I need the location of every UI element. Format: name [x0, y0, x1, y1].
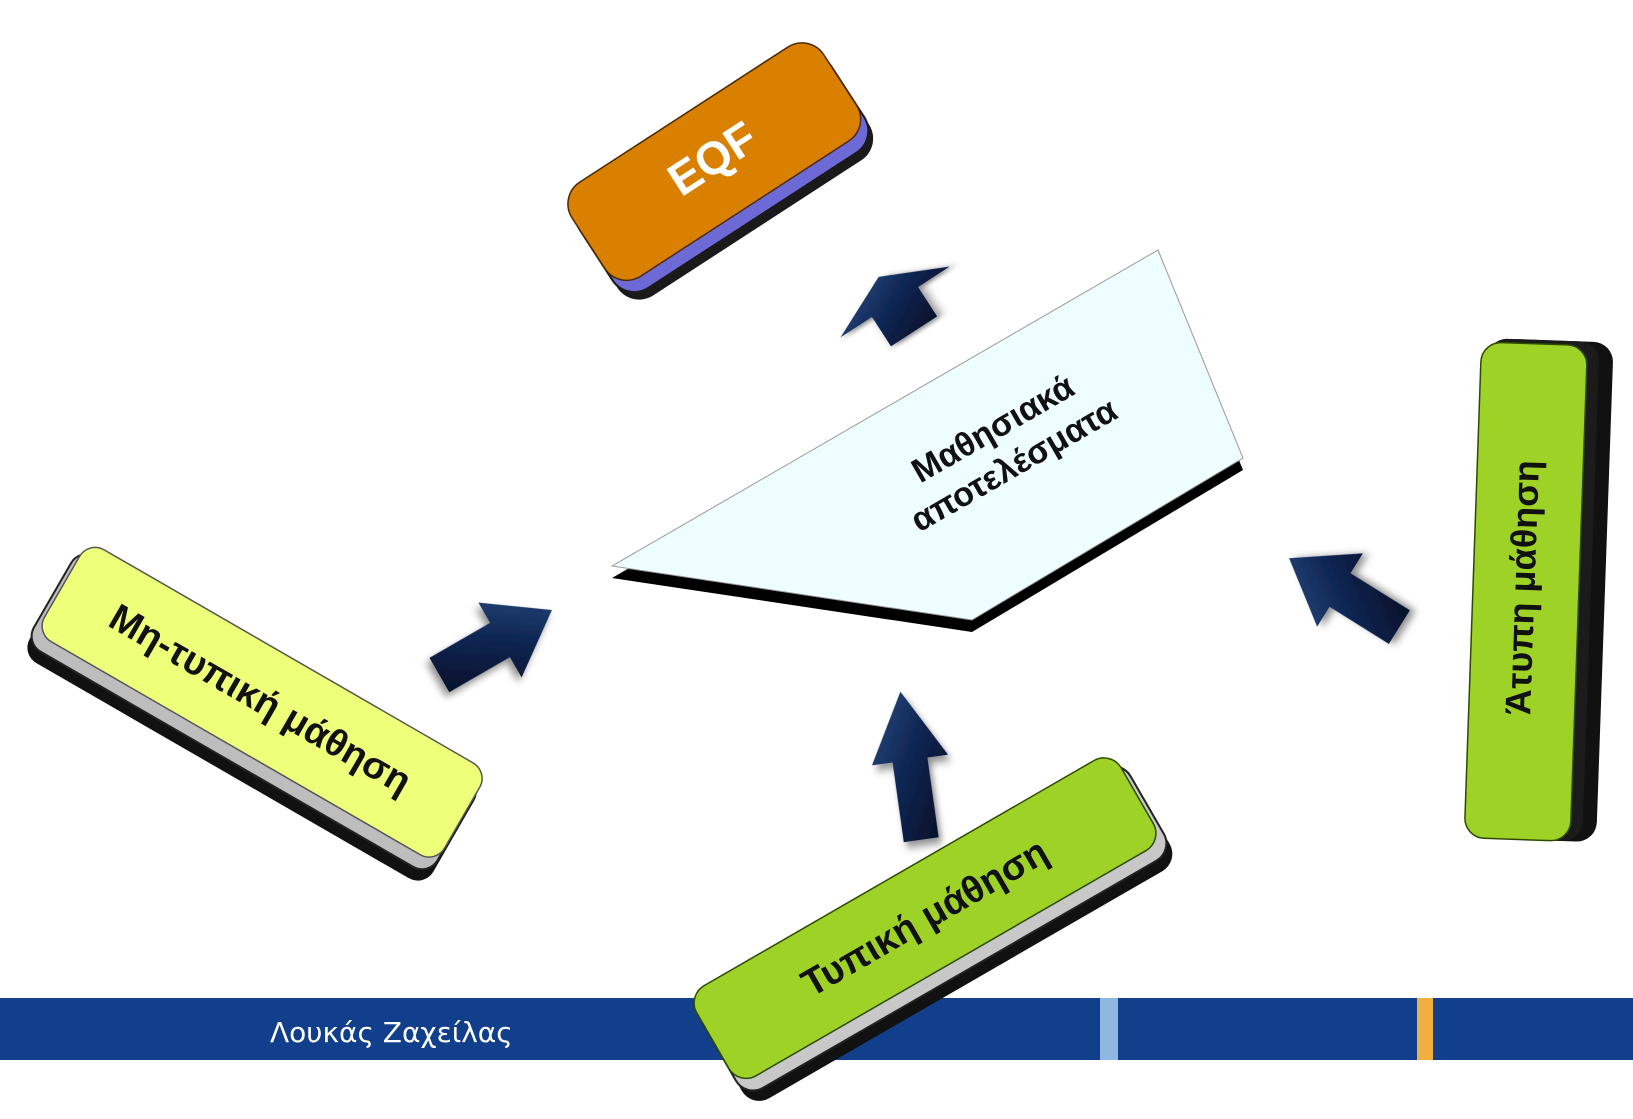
- footer-stripe-orange: [1417, 998, 1433, 1060]
- arrow-learning-outcomes-to-eqf: [840, 266, 950, 347]
- informal-learning-box: Άτυπη μάθηση: [1464, 338, 1613, 842]
- footer-stripe-light-blue: [1100, 998, 1118, 1060]
- footer-author: Λουκάς Ζαχείλας: [270, 1016, 513, 1049]
- arrow-informal-to-learning-outcomes: [1289, 553, 1410, 644]
- learning-outcomes-panel: Μαθησιακά αποτελέσματα: [610, 249, 1244, 632]
- formal-learning-box: Τυπική μάθηση: [693, 757, 1173, 1101]
- arrow-formal-to-learning-outcomes: [871, 691, 949, 843]
- eqf-box: EQF: [567, 42, 874, 300]
- informal-learning-label: Άτυπη μάθηση: [1497, 459, 1547, 715]
- eqf-box-face: [567, 42, 862, 282]
- learning-outcomes-face: [610, 249, 1244, 621]
- non-formal-learning-box: Μη-τυπική μάθηση: [27, 546, 483, 881]
- arrow-non-formal-to-learning-outcomes: [429, 602, 552, 693]
- informal-learning-face: [1464, 341, 1588, 842]
- formal-learning-face: [693, 757, 1157, 1080]
- non-formal-learning-face: [41, 546, 483, 858]
